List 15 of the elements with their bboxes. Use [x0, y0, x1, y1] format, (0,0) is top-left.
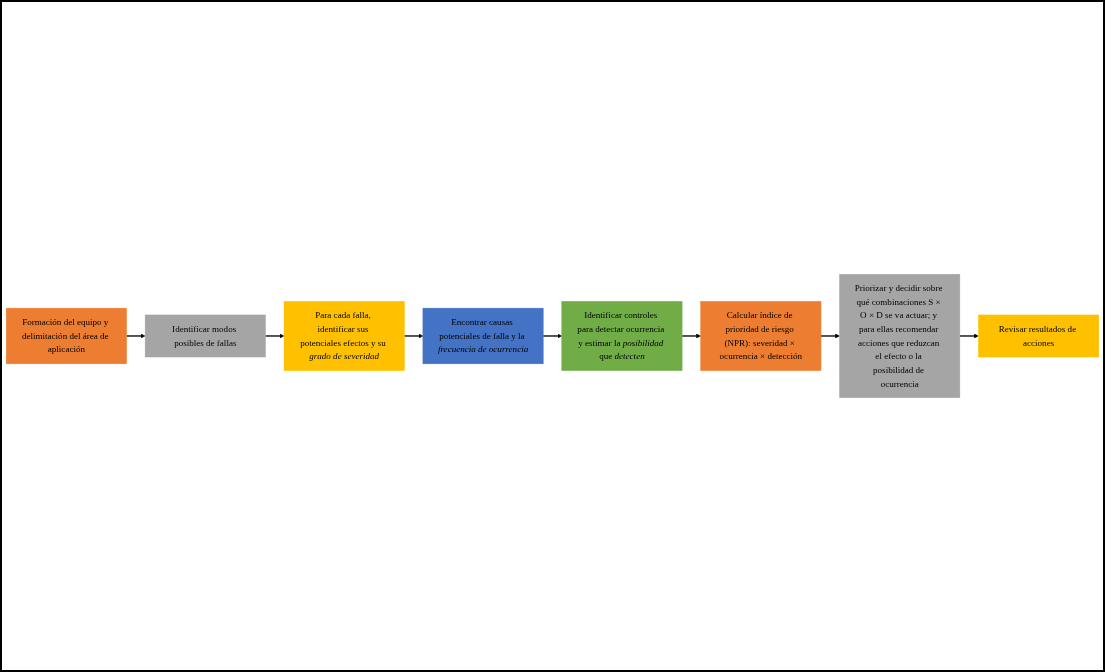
- arrow: [959, 333, 979, 339]
- arrow: [820, 333, 840, 339]
- arrow: [403, 333, 424, 339]
- node-box: Identificar modos posibles de fallas: [144, 314, 266, 358]
- node-box: Formación del equipo y delimitación del área de aplicación: [6, 307, 127, 365]
- arrow: [681, 333, 701, 339]
- node-box: Calcular índice de prioridad de riesgo (NPR): severidad × ocurrencia × detección: [700, 301, 822, 371]
- node-box: Identificar controles para detectar ocurrencia y estimar la posibilidad que detecten: [561, 301, 683, 371]
- arrow: [264, 333, 285, 339]
- node-box: Para cada falla, identificar sus potenciales efectos y su grado de severidad: [283, 301, 405, 371]
- node-box: Revisar resultados de acciones: [978, 314, 1099, 358]
- arrow: [542, 333, 563, 339]
- node-box: Encontrar causas potenciales de falla y la frecuencia de ocurrencia: [422, 307, 544, 365]
- arrow: [125, 333, 146, 339]
- node-box: Priorizar y decidir sobre qué combinaciones S × O × D se va actuar; y para ellas recomendar acciones que reduzcan el efecto o la posibilidad de ocurrencia: [839, 274, 961, 398]
